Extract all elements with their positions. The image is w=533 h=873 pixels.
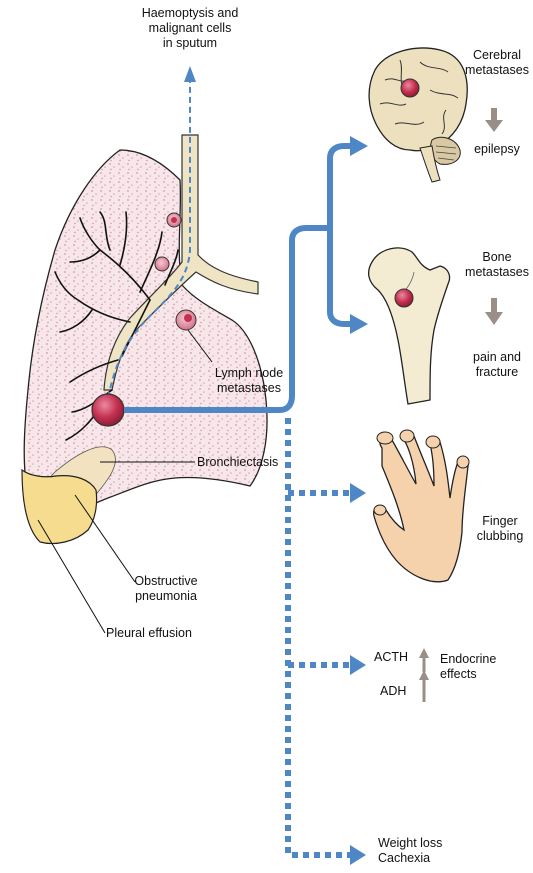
- pain-fracture-label: pain and fracture: [462, 350, 532, 380]
- lymph-node-2: [155, 257, 169, 271]
- epilepsy-label: epilepsy: [462, 142, 532, 157]
- adh-label: ADH: [380, 684, 406, 699]
- femur-bone: [369, 248, 450, 404]
- bronchiectasis-label: Bronchiectasis: [197, 455, 278, 470]
- pleural-effusion-label: Pleural effusion: [106, 626, 192, 641]
- pleural-effusion: [22, 470, 97, 544]
- brain-metastasis: [401, 79, 419, 97]
- endocrine-effects-label: Endocrine effects: [440, 652, 496, 682]
- acth-label: ACTH: [374, 650, 408, 665]
- clubbed-hand: [374, 430, 469, 582]
- weight-loss-label: Weight loss Cachexia: [378, 836, 442, 866]
- brain: [369, 48, 467, 182]
- haemoptysis-label: Haemoptysis and malignant cells in sputu…: [128, 6, 252, 51]
- finger-clubbing-label: Finger clubbing: [470, 514, 530, 544]
- lung: [22, 150, 267, 544]
- bone-metastases-label: Bone metastases: [462, 250, 532, 280]
- lymph-node-label: Lymph node metastases: [206, 366, 292, 396]
- bone-metastasis: [395, 289, 413, 307]
- systemic-arrows: [288, 418, 350, 855]
- obstructive-pneumonia-label: Obstructive pneumonia: [126, 574, 206, 604]
- cerebral-down-arrow: [485, 108, 503, 132]
- bone-down-arrow: [485, 298, 503, 325]
- cerebral-metastases-label: Cerebral metastases: [462, 48, 532, 78]
- endocrine-up-arrows: [419, 648, 429, 702]
- primary-tumour: [92, 394, 124, 426]
